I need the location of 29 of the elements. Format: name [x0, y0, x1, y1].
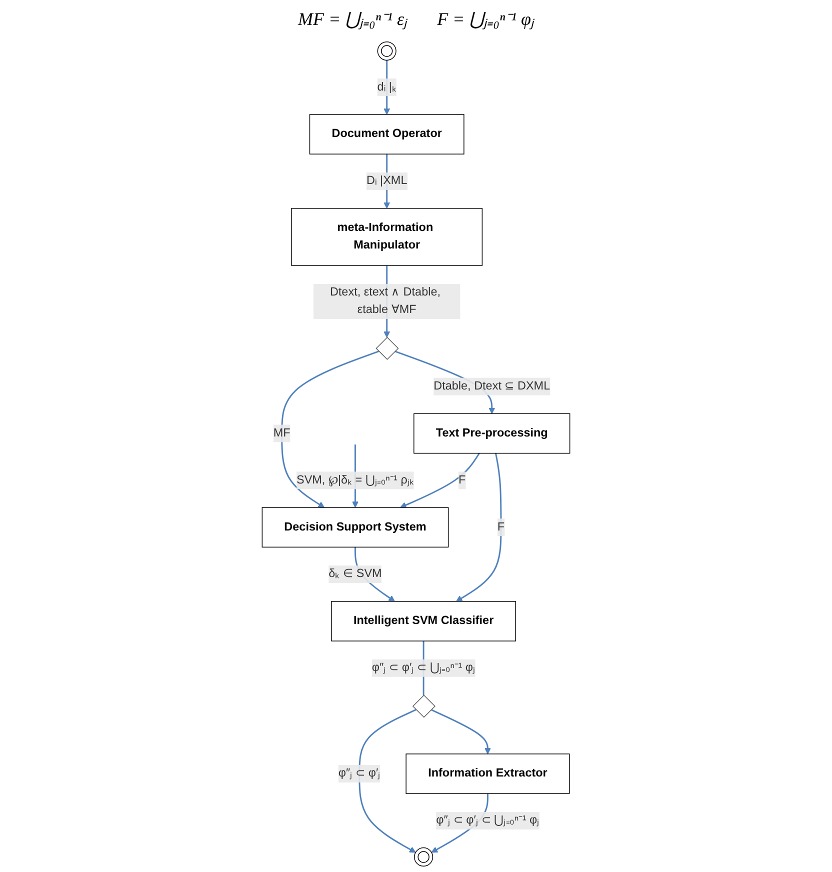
arrow	[430, 709, 491, 754]
arrow	[400, 452, 480, 508]
edge-label: F	[458, 474, 466, 486]
edge-label: MF	[273, 426, 290, 440]
formula-label: MF = ⋃ⱼ₌₀ⁿ⁻¹ εⱼ	[298, 8, 408, 30]
formula-label: F = ⋃ⱼ₌₀ⁿ⁻¹ φⱼ	[437, 8, 534, 30]
arrow	[358, 709, 416, 853]
edge-label: φ″ⱼ ⊂ φ′ⱼ ⊂ ⋃ⱼ₌₀ⁿ⁻¹ φⱼ	[372, 662, 476, 674]
node-box: Intelligent SVM Classifier	[331, 601, 516, 642]
node-circle	[414, 847, 434, 866]
node-box: Document Operator	[309, 114, 464, 154]
edge-label: δₖ ∈ SVM	[328, 568, 382, 580]
node-box: meta-Information Manipulator	[291, 208, 483, 266]
edge-label: Dᵢ |XML	[366, 174, 408, 188]
edge-label: Dtext, εtext ∧ Dtable, εtable ∀MF	[330, 286, 440, 316]
edge-label: dᵢ |ₖ	[377, 80, 396, 94]
node-diamond	[412, 694, 436, 718]
node-circle	[377, 42, 396, 61]
edge-label: φ″ⱼ ⊂ φ′ⱼ	[338, 767, 380, 780]
node-box: Text Pre-processing	[414, 413, 570, 454]
edge-label: φ″ⱼ ⊂ φ′ⱼ ⊂ ⋃ⱼ₌₀ⁿ⁻¹ φⱼ	[436, 814, 540, 827]
arrow	[384, 60, 390, 115]
edge-label: Dtable, Dtext ⊆ DXML	[434, 380, 550, 392]
node-diamond	[376, 336, 399, 360]
edge-label: F	[497, 520, 505, 534]
node-box: Decision Support System	[262, 507, 449, 548]
edge-label: SVM, ℘|δₖ = ⋃ⱼ₌₀ⁿ⁻¹ ρⱼₖ	[296, 474, 414, 486]
arrow	[456, 453, 502, 602]
node-box: Information Extractor	[406, 754, 570, 794]
